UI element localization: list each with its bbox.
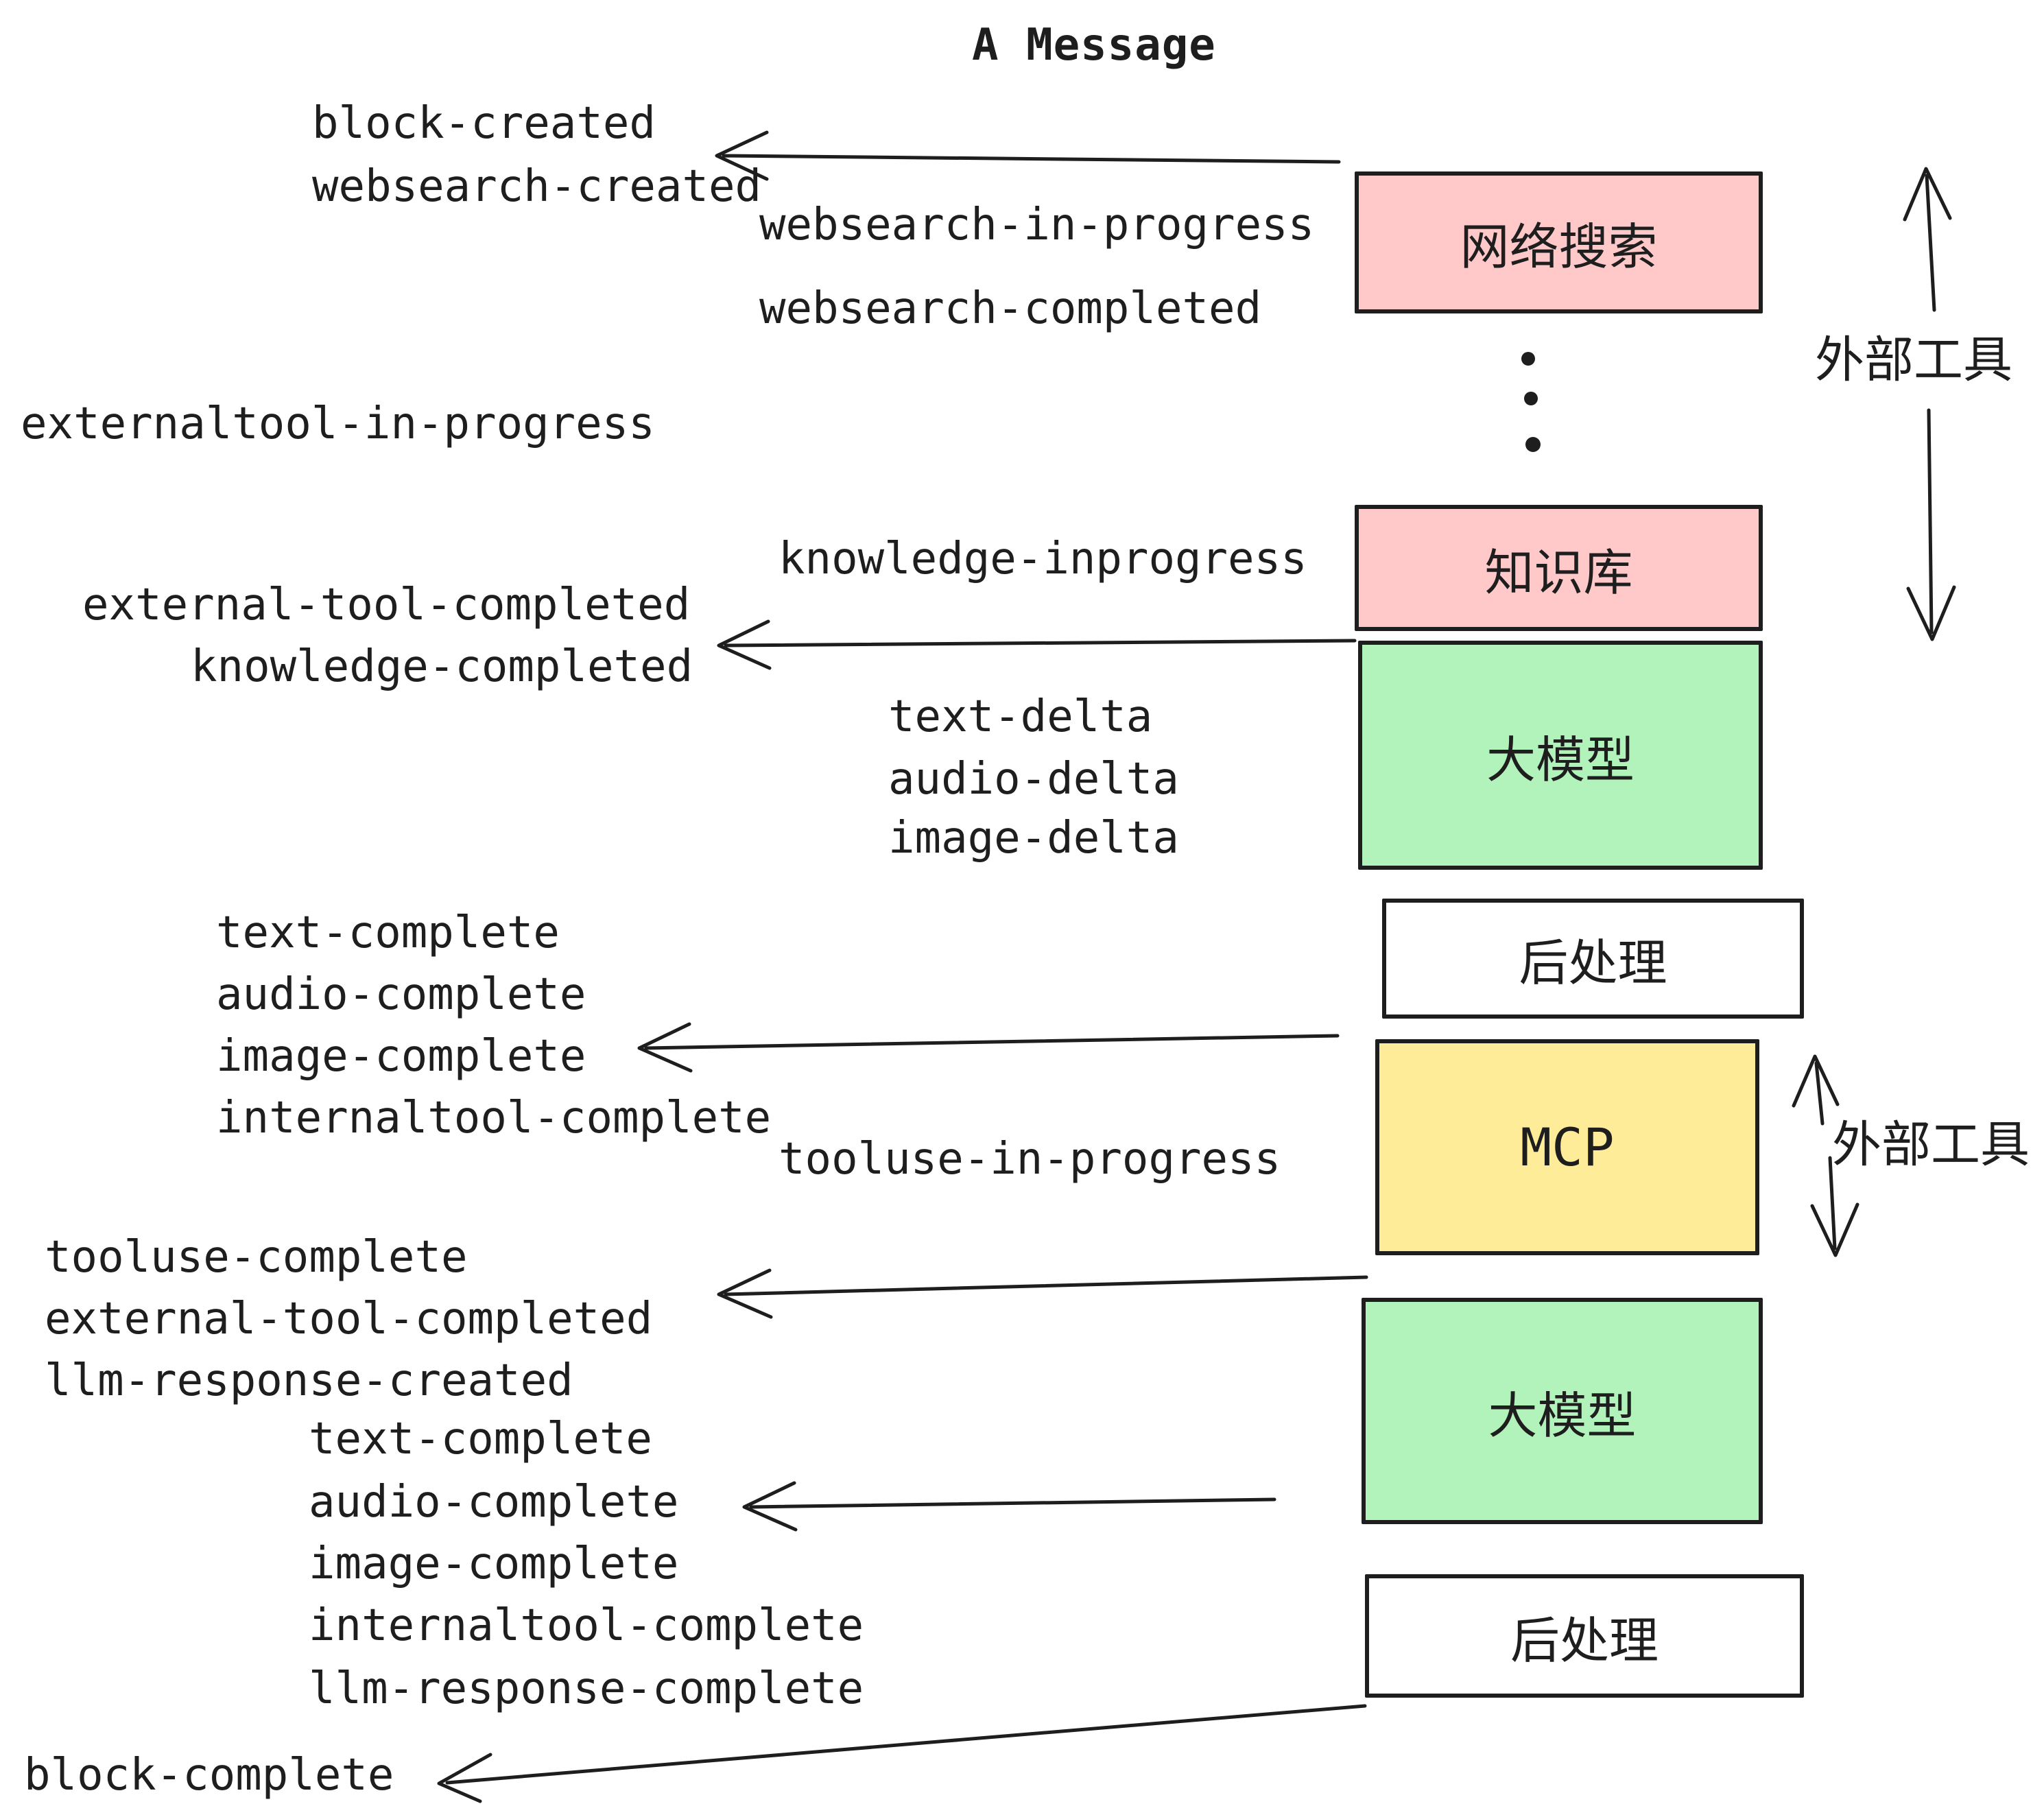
box-mcp-label: MCP <box>1520 1117 1615 1178</box>
event-label-audio-complete: audio-complete <box>216 969 586 1020</box>
event-label-block-complete: block-complete <box>24 1749 394 1801</box>
box-llm-2: 大模型 <box>1362 1298 1763 1524</box>
box-websearch-label: 网络搜索 <box>1460 218 1658 276</box>
event-label-image-complete-2: image-complete <box>309 1538 679 1589</box>
event-label-knowledge-inprogress: knowledge-inprogress <box>779 533 1307 584</box>
arrow-mcp-external-tools-down <box>1810 1156 1859 1257</box>
arrow-image-complete <box>637 1022 1340 1073</box>
event-label-tooluse-in-progress: tooluse-in-progress <box>779 1133 1281 1185</box>
box-knowledge-label: 知识库 <box>1484 543 1633 602</box>
event-label-text-delta: text-delta <box>888 691 1153 742</box>
event-label-audio-complete-2: audio-complete <box>309 1476 679 1528</box>
event-label-image-delta: image-delta <box>888 812 1179 864</box>
event-label-text-complete: text-complete <box>216 907 560 958</box>
event-label-externaltool-in-progress: externaltool-in-progress <box>21 398 655 449</box>
event-label-llm-response-created: llm-response-created <box>45 1355 573 1406</box>
box-llm-1: 大模型 <box>1358 641 1763 870</box>
arrow-external-tools-up <box>1903 167 1952 312</box>
arrow-block-complete <box>437 1704 1367 1803</box>
event-label-image-complete: image-complete <box>216 1030 586 1082</box>
external-tools-label-top: 外部工具 <box>1814 331 2013 389</box>
event-label-websearch-in-progress: websearch-in-progress <box>759 199 1315 250</box>
event-label-knowledge-completed: knowledge-completed <box>191 641 693 692</box>
arrow-knowledge-completed <box>717 619 1357 670</box>
box-post-1: 后处理 <box>1382 899 1804 1019</box>
event-label-audio-delta: audio-delta <box>888 753 1179 805</box>
box-post-2: 后处理 <box>1365 1574 1804 1698</box>
arrow-mcp-external-tools-up <box>1792 1054 1840 1126</box>
arrow-audio-complete <box>742 1481 1276 1532</box>
event-label-tooluse-complete: tooluse-complete <box>45 1231 468 1283</box>
event-label-websearch-completed: websearch-completed <box>759 283 1262 334</box>
event-label-block-created: block-created <box>312 97 656 149</box>
event-label-text-complete-2: text-complete <box>309 1413 652 1464</box>
box-llm-2-label: 大模型 <box>1488 1386 1637 1445</box>
arrow-external-tools-down <box>1906 408 1956 641</box>
ellipsis-dot <box>1525 437 1541 452</box>
external-tools-label-mcp: 外部工具 <box>1831 1115 2030 1174</box>
event-label-internaltool-complete: internaltool-complete <box>216 1092 772 1143</box>
event-label-external-tool-completed-2: external-tool-completed <box>45 1293 653 1344</box>
box-websearch: 网络搜索 <box>1355 171 1763 313</box>
box-post-2-label: 后处理 <box>1510 1611 1659 1670</box>
page-title: A Message <box>972 20 1216 71</box>
arrow-tooluse-complete <box>717 1268 1368 1319</box>
box-llm-1-label: 大模型 <box>1486 731 1635 789</box>
ellipsis-dot <box>1521 352 1535 366</box>
event-label-websearch-created: websearch-created <box>312 161 762 212</box>
box-post-1-label: 后处理 <box>1519 934 1667 992</box>
box-knowledge: 知识库 <box>1355 505 1763 631</box>
event-label-llm-response-complete: llm-response-complete <box>309 1663 864 1714</box>
event-label-external-tool-completed: external-tool-completed <box>82 579 691 630</box>
arrow-block-created <box>715 130 1341 181</box>
box-mcp: MCP <box>1375 1039 1759 1255</box>
ellipsis-dot <box>1524 392 1538 405</box>
event-label-internaltool-complete-2: internaltool-complete <box>309 1600 864 1651</box>
